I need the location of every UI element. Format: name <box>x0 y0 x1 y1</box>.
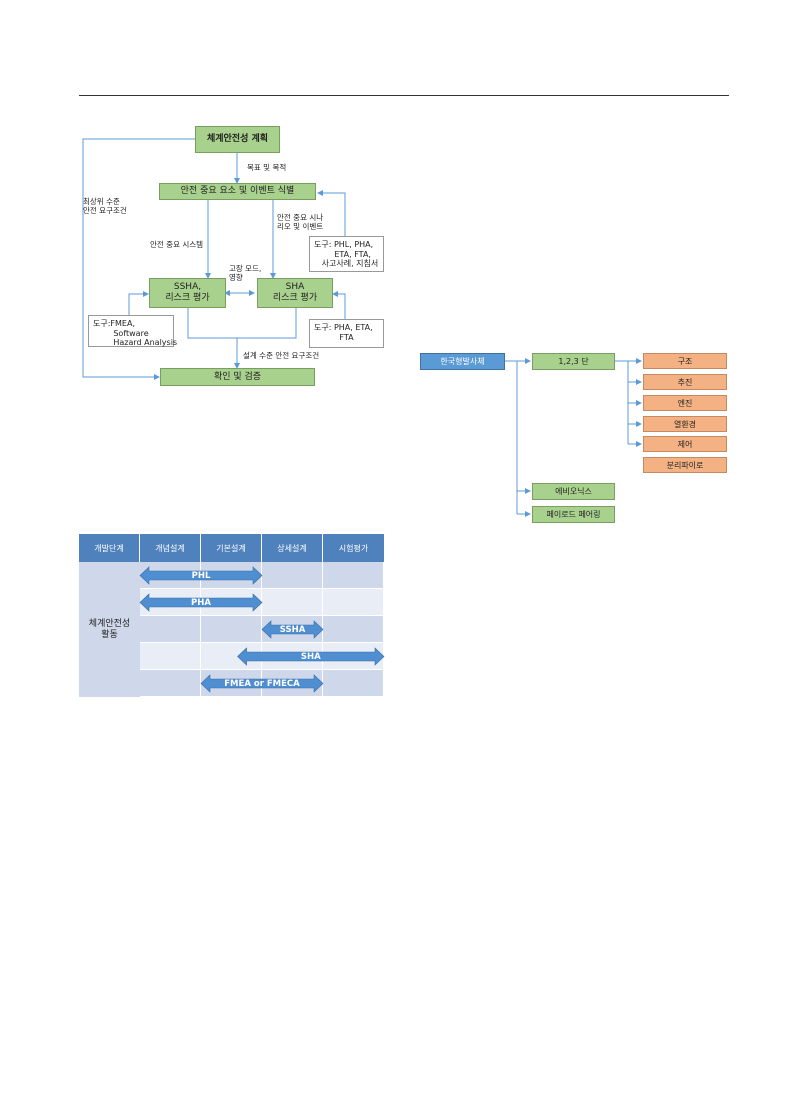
phase-arrow-label: SSHA <box>279 624 306 635</box>
propulsion-node: 추진 <box>643 374 727 390</box>
table-cell <box>262 589 323 616</box>
goal-label: 목표 및 목적 <box>247 163 287 172</box>
avionics-node: 에비오닉스 <box>532 483 615 500</box>
thermal-node: 열환경 <box>643 416 727 432</box>
ssha-box: SSHA, 리스크 평가 <box>149 278 226 308</box>
identify-box: 안전 중요 요소 및 이벤트 식별 <box>159 183 316 200</box>
structure-node: 구조 <box>643 353 727 369</box>
top-requirement-label: 최상위 수준 안전 요구조건 <box>83 197 127 215</box>
phase-arrow-label: FMEA or FMECA <box>224 678 300 689</box>
table-cell <box>140 643 201 670</box>
payload-fairing-node: 페이로드 페어링 <box>532 506 615 523</box>
phase-arrow-label: PHL <box>191 570 211 581</box>
header-phase: 개발단계 <box>79 534 140 562</box>
table-cell <box>262 562 323 589</box>
plan-box: 체계안전성 계획 <box>195 126 280 153</box>
phase-arrow-label: PHA <box>191 597 211 608</box>
verify-box: 확인 및 검증 <box>160 368 315 386</box>
table-cell <box>140 670 201 697</box>
sha-box: SHA 리스크 평가 <box>257 278 333 308</box>
scenario-label: 안전 중요 시나 리오 및 이벤트 <box>277 213 324 231</box>
root-node: 한국형발사체 <box>420 353 505 370</box>
table-cell <box>323 616 384 643</box>
header-concept: 개념설계 <box>140 534 201 562</box>
design-requirement-label: 설계 수준 안전 요구조건 <box>243 351 320 360</box>
engine-node: 엔진 <box>643 395 727 411</box>
table-cell <box>140 616 201 643</box>
control-node: 제어 <box>643 436 727 452</box>
header-rule <box>79 95 729 96</box>
stage-node: 1,2,3 단 <box>532 353 615 370</box>
table-cell <box>323 670 384 697</box>
table-cell <box>323 562 384 589</box>
header-preliminary: 기본설계 <box>201 534 262 562</box>
failure-mode-label: 고장 모드, 영향 <box>229 264 262 282</box>
ssha-tools-box: 도구:FMEA, Software Hazard Analysis <box>88 315 177 347</box>
sha-tools-box: 도구: PHA, ETA, FTA <box>309 319 384 348</box>
system-label: 안전 중요 시스템 <box>150 240 204 249</box>
activity-label: 체계안전성 활동 <box>79 562 140 697</box>
separation-pyro-node: 분리파이로 <box>643 457 727 473</box>
table-cell <box>323 589 384 616</box>
identify-tools-box: 도구: PHL, PHA, ETA, FTA, 사고사례, 지침서 <box>309 236 384 272</box>
table-cell <box>201 616 262 643</box>
header-detailed: 상세설계 <box>262 534 323 562</box>
phase-arrow-label: SHA <box>300 651 321 662</box>
header-test: 시험평가 <box>323 534 384 562</box>
